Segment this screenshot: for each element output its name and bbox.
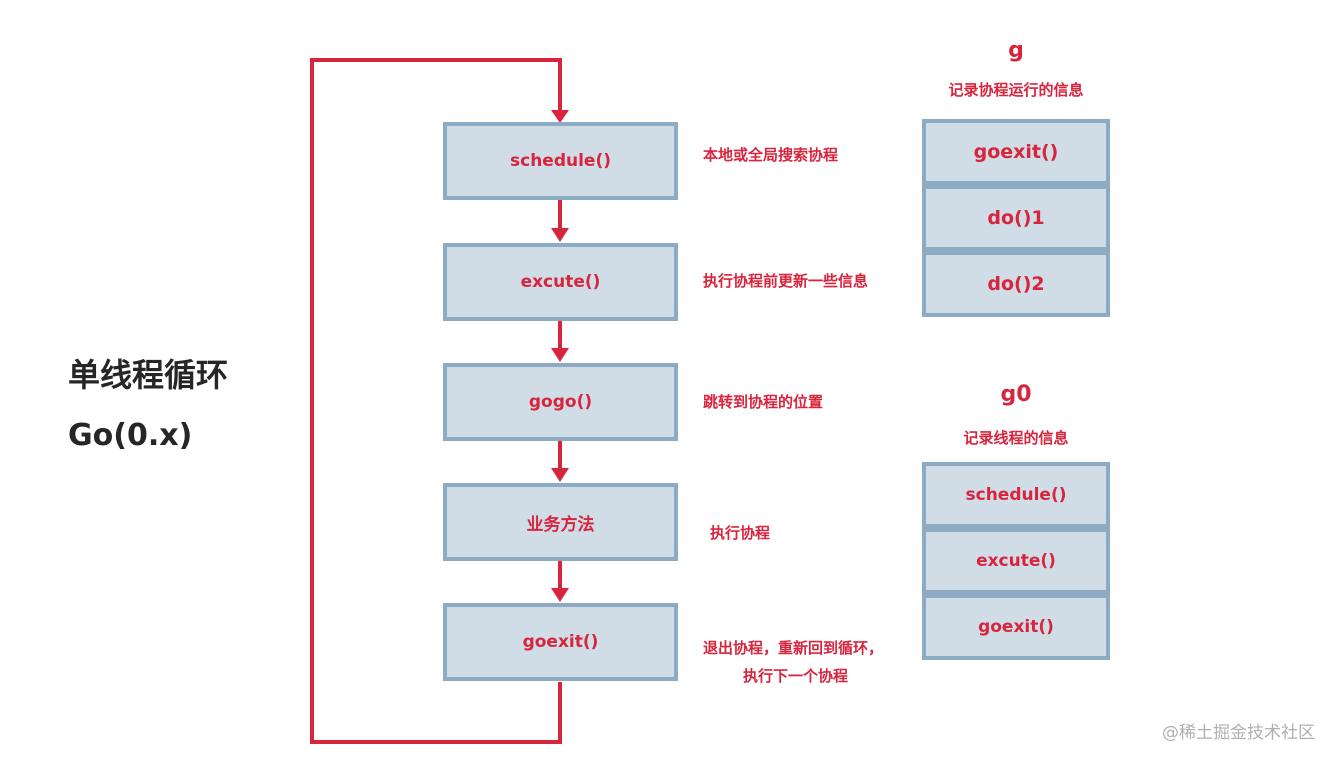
g0-frame-schedule: schedule() <box>922 462 1110 528</box>
g-stack-caption: 记录协程运行的信息 <box>948 81 1084 99</box>
note-business: 执行协程 <box>710 524 771 542</box>
note-schedule: 本地或全局搜索协程 <box>703 146 839 164</box>
note-excute: 执行协程前更新一些信息 <box>703 272 869 290</box>
flow-box-goexit: goexit() <box>443 603 678 681</box>
g-frame-goexit: goexit() <box>922 119 1110 185</box>
flow-box-business: 业务方法 <box>443 483 678 561</box>
flow-box-gogo: gogo() <box>443 363 678 441</box>
loop-arrowhead <box>551 110 569 123</box>
diagram-heading: 单线程循环 <box>68 356 229 394</box>
watermark: @稀土掘金技术社区 <box>1162 723 1315 743</box>
flow-box-excute: excute() <box>443 243 678 321</box>
g0-stack-caption: 记录线程的信息 <box>963 429 1069 447</box>
g0-stack-title: g0 <box>1000 382 1032 407</box>
note-goexit-line2: 执行下一个协程 <box>743 667 849 685</box>
g0-frame-goexit: goexit() <box>922 594 1110 660</box>
g-stack-title: g <box>1008 38 1024 63</box>
flow-box-schedule: schedule() <box>443 122 678 200</box>
note-gogo: 跳转到协程的位置 <box>703 393 824 411</box>
g-frame-do1: do()1 <box>922 185 1110 251</box>
note-goexit-line1: 退出协程，重新回到循环， <box>703 639 884 657</box>
diagram-subheading: Go(0.x) <box>68 418 193 453</box>
down-arrows <box>551 199 569 602</box>
g-frame-do2: do()2 <box>922 251 1110 317</box>
g0-frame-excute: excute() <box>922 528 1110 594</box>
loop-back-line <box>310 58 562 744</box>
